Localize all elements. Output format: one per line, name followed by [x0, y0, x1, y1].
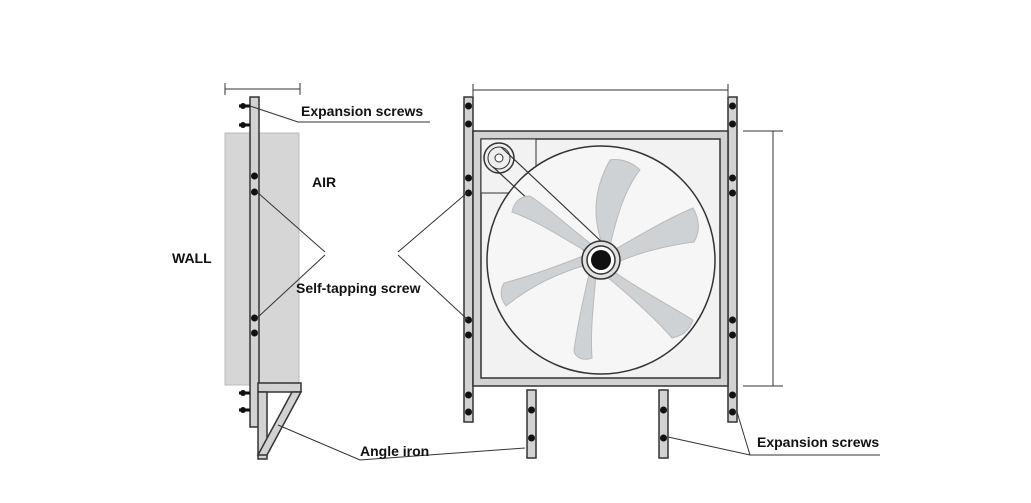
self-tapping-screw-label: Self-tapping screw: [296, 280, 421, 296]
fan-blade: [511, 195, 595, 253]
front-leg-right: [658, 389, 669, 459]
expansion-screws-top-label: Expansion screws: [301, 103, 423, 119]
wall-label: WALL: [172, 250, 212, 266]
wall-block: [224, 132, 300, 386]
fan-hub: [581, 240, 621, 280]
side-width-dimension: [224, 83, 301, 95]
front-left-post: [463, 96, 474, 423]
air-label: AIR: [312, 174, 336, 190]
front-right-post: [727, 96, 738, 423]
self-tapping-screw-icon: [251, 172, 258, 337]
side-view: [224, 83, 303, 460]
front-height-dimension: [743, 130, 783, 387]
fan-blade: [605, 269, 694, 339]
fan-blades: [500, 159, 699, 360]
fan-blade: [613, 207, 699, 263]
fan-blade: [500, 253, 591, 307]
front-width-dimension: [472, 84, 729, 96]
leader-lines: [249, 105, 880, 461]
fan-blade: [595, 159, 641, 249]
angle-iron-label: Angle iron: [360, 443, 429, 459]
expansion-screw-icon: [239, 390, 250, 413]
expansion-screw-icon: [239, 103, 250, 128]
expansion-screws-bottom-label: Expansion screws: [757, 434, 879, 450]
side-frame-post: [249, 96, 260, 428]
front-leg-left: [526, 389, 537, 459]
fan-blade: [573, 269, 597, 360]
angle-iron-bracket: [256, 382, 303, 460]
self-tapping-screw-icon: [465, 102, 736, 442]
front-view: [463, 84, 783, 459]
